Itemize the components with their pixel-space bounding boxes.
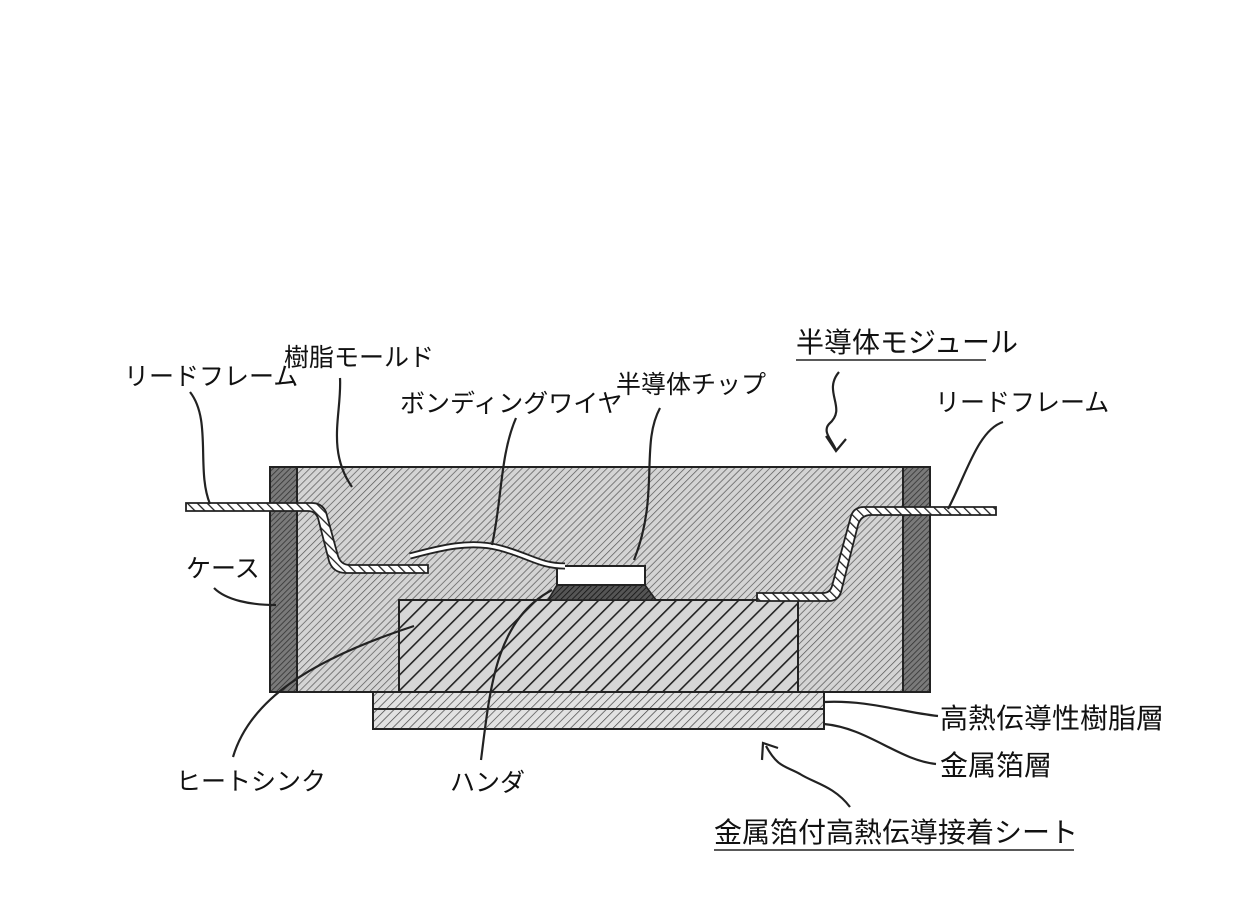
label-heat-sink: ヒートシンク xyxy=(176,767,326,796)
label-lead-frame-left: リードフレーム xyxy=(124,362,298,391)
leader-metal-foil xyxy=(824,724,936,764)
label-semiconductor-module: 半導体モジュール xyxy=(796,326,1018,359)
label-case: ケース xyxy=(186,554,260,583)
label-high-thermal-resin-layer: 高熱伝導性樹脂層 xyxy=(940,702,1164,735)
leader-lead-frame-right xyxy=(948,422,1003,509)
semiconductor-chip xyxy=(557,566,645,585)
case-left-wall xyxy=(270,467,297,692)
label-resin-mold: 樹脂モールド xyxy=(284,343,434,372)
heat-sink xyxy=(399,600,798,692)
label-bonding-wire: ボンディングワイヤ xyxy=(400,389,623,418)
leader-case xyxy=(214,588,276,605)
leader-sheet-arrow xyxy=(766,746,850,807)
metal-foil-layer xyxy=(373,709,824,729)
label-adhesive-sheet: 金属箔付高熱伝導接着シート xyxy=(714,816,1078,849)
solder-layer xyxy=(548,585,656,600)
label-solder: ハンダ xyxy=(450,768,525,797)
leader-lead-frame-left xyxy=(190,392,210,504)
label-semiconductor-chip: 半導体チップ xyxy=(616,370,766,399)
high-thermal-resin-layer xyxy=(373,692,824,709)
case-right-wall xyxy=(903,467,930,692)
label-metal-foil-layer: 金属箔層 xyxy=(940,749,1052,782)
label-lead-frame-right: リードフレーム xyxy=(935,388,1109,417)
leader-high-thermal-resin xyxy=(824,702,938,716)
